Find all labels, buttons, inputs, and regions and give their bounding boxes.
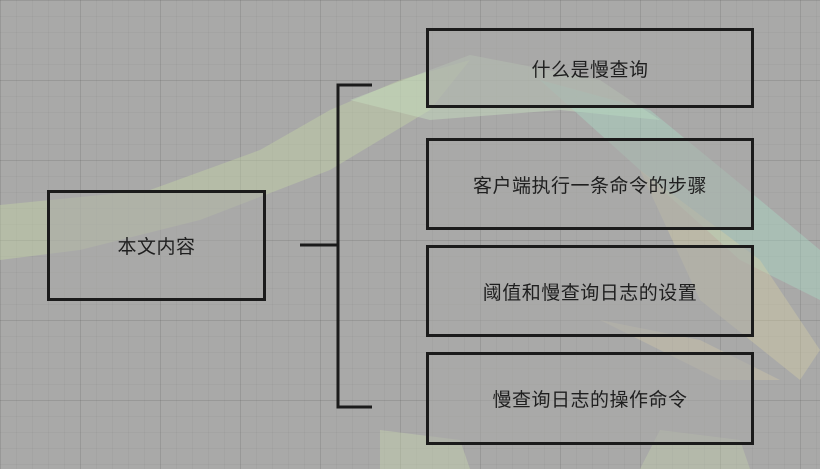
child-node-2: 客户端执行一条命令的步骤 [426, 138, 754, 230]
root-node-label: 本文内容 [117, 236, 196, 258]
child-node-4: 慢查询日志的操作命令 [426, 352, 754, 445]
child-node-label: 什么是慢查询 [531, 58, 649, 81]
child-node-label: 慢查询日志的操作命令 [492, 389, 688, 411]
child-node-3: 阈值和慢查询日志的设置 [426, 245, 754, 337]
child-node-label: 客户端执行一条命令的步骤 [472, 174, 707, 197]
child-node-1: 什么是慢查询 [426, 28, 754, 108]
root-node: 本文内容 [47, 190, 266, 301]
child-node-label: 阈值和慢查询日志的设置 [482, 281, 698, 304]
